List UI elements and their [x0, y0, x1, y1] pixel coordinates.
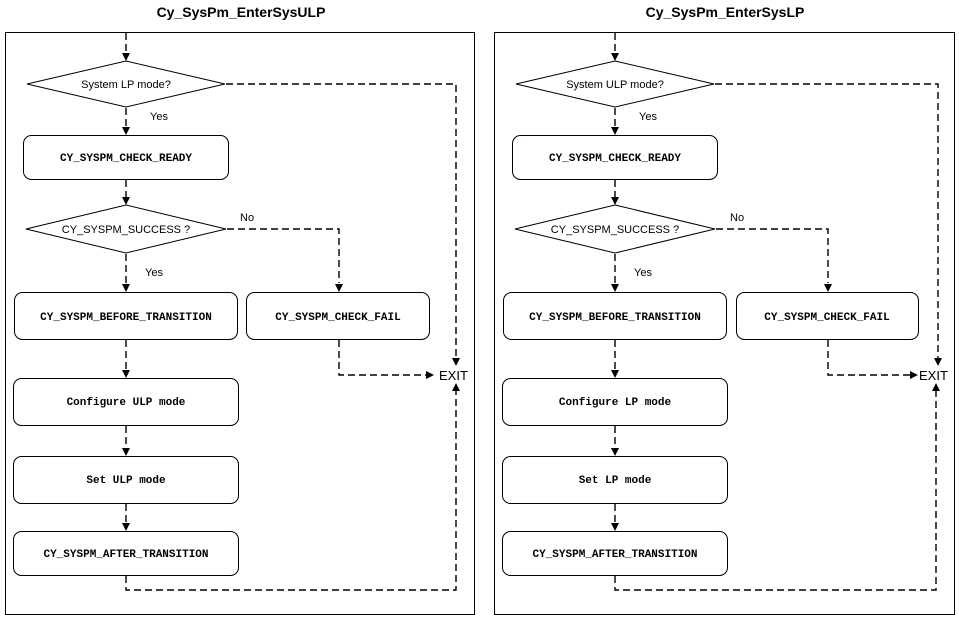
- decision-system-mode-label: System ULP mode?: [566, 79, 664, 91]
- set-mode-label: Set ULP mode: [86, 475, 166, 487]
- decision-system-mode-label: System LP mode?: [81, 79, 171, 91]
- flowchart-enter-sys-lp: Cy_SysPm_EnterSysLP System ULP mode? Yes…: [494, 4, 955, 615]
- exit-label: EXIT: [439, 368, 468, 383]
- check-ready-label: CY_SYSPM_CHECK_READY: [549, 153, 681, 165]
- check-fail-box: [736, 292, 919, 340]
- yes-label: Yes: [634, 267, 652, 279]
- after-transition-box: [502, 531, 728, 576]
- decision-success: [514, 204, 716, 254]
- decision-success-label: CY_SYSPM_SUCCESS ?: [551, 224, 679, 236]
- before-transition-box: [503, 292, 727, 340]
- check-fail-box: [246, 292, 430, 340]
- after-transition-label: CY_SYSPM_AFTER_TRANSITION: [532, 549, 697, 561]
- after-transition-label: CY_SYSPM_AFTER_TRANSITION: [43, 549, 208, 561]
- set-mode-box: [13, 456, 239, 504]
- yes-label: Yes: [150, 111, 168, 123]
- yes-label: Yes: [639, 111, 657, 123]
- decision-system-mode: [26, 60, 226, 108]
- before-transition-label: CY_SYSPM_BEFORE_TRANSITION: [40, 312, 212, 324]
- configure-mode-box: [502, 378, 728, 426]
- configure-mode-label: Configure ULP mode: [67, 397, 186, 409]
- decision-success: [25, 204, 227, 254]
- configure-mode-label: Configure LP mode: [559, 397, 672, 409]
- flowchart-frame: [494, 32, 955, 615]
- before-transition-box: [14, 292, 238, 340]
- no-label: No: [730, 212, 744, 224]
- yes-label: Yes: [145, 267, 163, 279]
- check-ready-box: [512, 135, 718, 180]
- no-label: No: [240, 212, 254, 224]
- set-mode-box: [502, 456, 728, 504]
- flowchart-frame: [5, 32, 475, 615]
- flowchart-enter-sys-ulp: Cy_SysPm_EnterSysULP System LP mode? Yes…: [5, 4, 475, 615]
- flowchart-title: Cy_SysPm_EnterSysLP: [646, 4, 805, 20]
- set-mode-label: Set LP mode: [579, 475, 652, 487]
- exit-label: EXIT: [919, 368, 948, 383]
- flowchart-title: Cy_SysPm_EnterSysULP: [157, 4, 326, 20]
- check-fail-label: CY_SYSPM_CHECK_FAIL: [764, 312, 890, 324]
- after-transition-box: [13, 531, 239, 576]
- decision-success-label: CY_SYSPM_SUCCESS ?: [62, 224, 190, 236]
- check-ready-label: CY_SYSPM_CHECK_READY: [60, 153, 192, 165]
- before-transition-label: CY_SYSPM_BEFORE_TRANSITION: [529, 312, 701, 324]
- configure-mode-box: [13, 378, 239, 426]
- check-ready-box: [23, 135, 229, 180]
- decision-system-mode: [515, 60, 715, 108]
- check-fail-label: CY_SYSPM_CHECK_FAIL: [275, 312, 401, 324]
